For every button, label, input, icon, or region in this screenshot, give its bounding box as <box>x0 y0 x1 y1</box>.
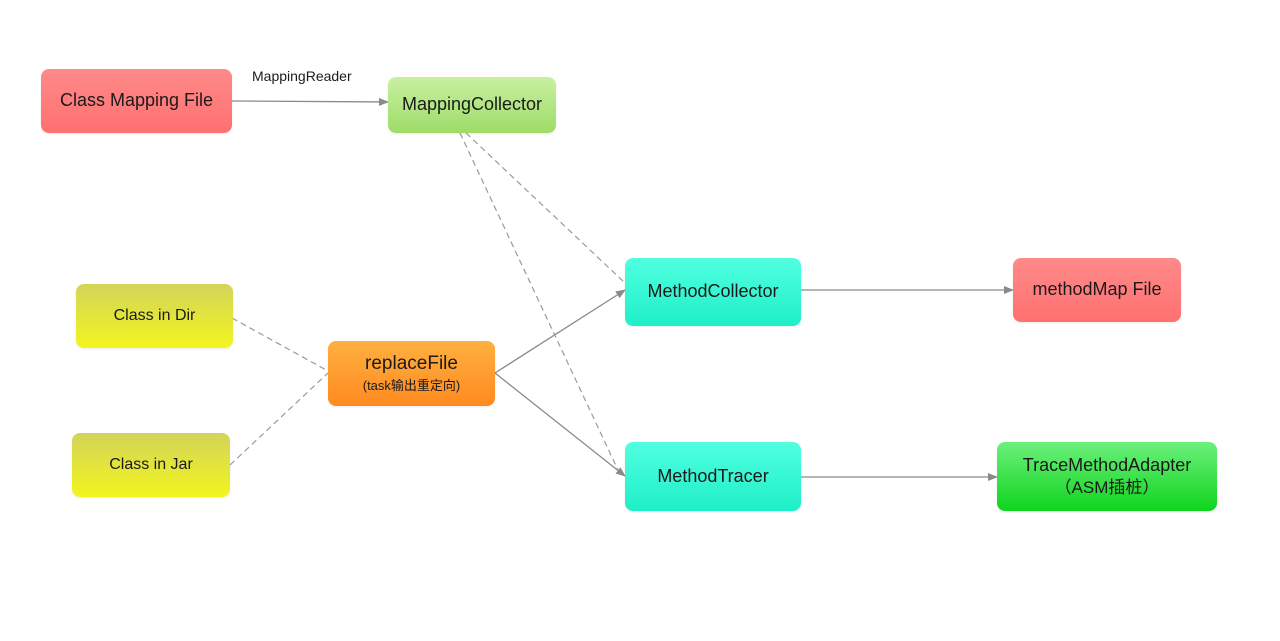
node-label: MethodTracer <box>657 465 769 486</box>
edge-dashed-jar-to-replacefile <box>229 372 329 466</box>
mapping-collector-node: MappingCollector <box>388 77 556 133</box>
class-in-dir-node: Class in Dir <box>76 284 233 348</box>
class-in-jar-node: Class in Jar <box>72 433 230 497</box>
node-label: Class in Jar <box>109 456 193 474</box>
node-label: replaceFile <box>365 353 458 375</box>
edge-replacefile-to-methodtracer <box>494 372 626 477</box>
node-label: TraceMethodAdapter <box>1022 454 1192 475</box>
node-label: MethodCollector <box>647 281 779 302</box>
edge-dashed-collector-to-methodcollector <box>465 132 626 284</box>
replace-file-node: replaceFile (task输出重定向) <box>328 341 495 406</box>
node-label: Class Mapping File <box>59 90 214 111</box>
node-label: Class in Dir <box>113 307 196 325</box>
class-mapping-file-node: Class Mapping File <box>41 69 232 133</box>
edge-mapping-file-to-collector <box>231 97 389 106</box>
trace-method-adapter-node: TraceMethodAdapter （ASM插桩） <box>997 442 1217 511</box>
method-collector-node: MethodCollector <box>625 258 801 326</box>
edge-replacefile-to-methodcollector <box>494 289 626 374</box>
node-sublabel: (task输出重定向) <box>362 378 461 394</box>
method-map-file-node: methodMap File <box>1013 258 1181 322</box>
edge-dashed-dir-to-replacefile <box>231 317 329 372</box>
mapping-reader-label: MappingReader <box>252 68 352 84</box>
method-tracer-node: MethodTracer <box>625 442 801 511</box>
node-label: methodMap File <box>1032 279 1162 300</box>
node-label: MappingCollector <box>401 94 543 115</box>
edge-dashed-collector-to-methodtracer <box>459 132 619 471</box>
node-sublabel: （ASM插桩） <box>1054 478 1160 498</box>
